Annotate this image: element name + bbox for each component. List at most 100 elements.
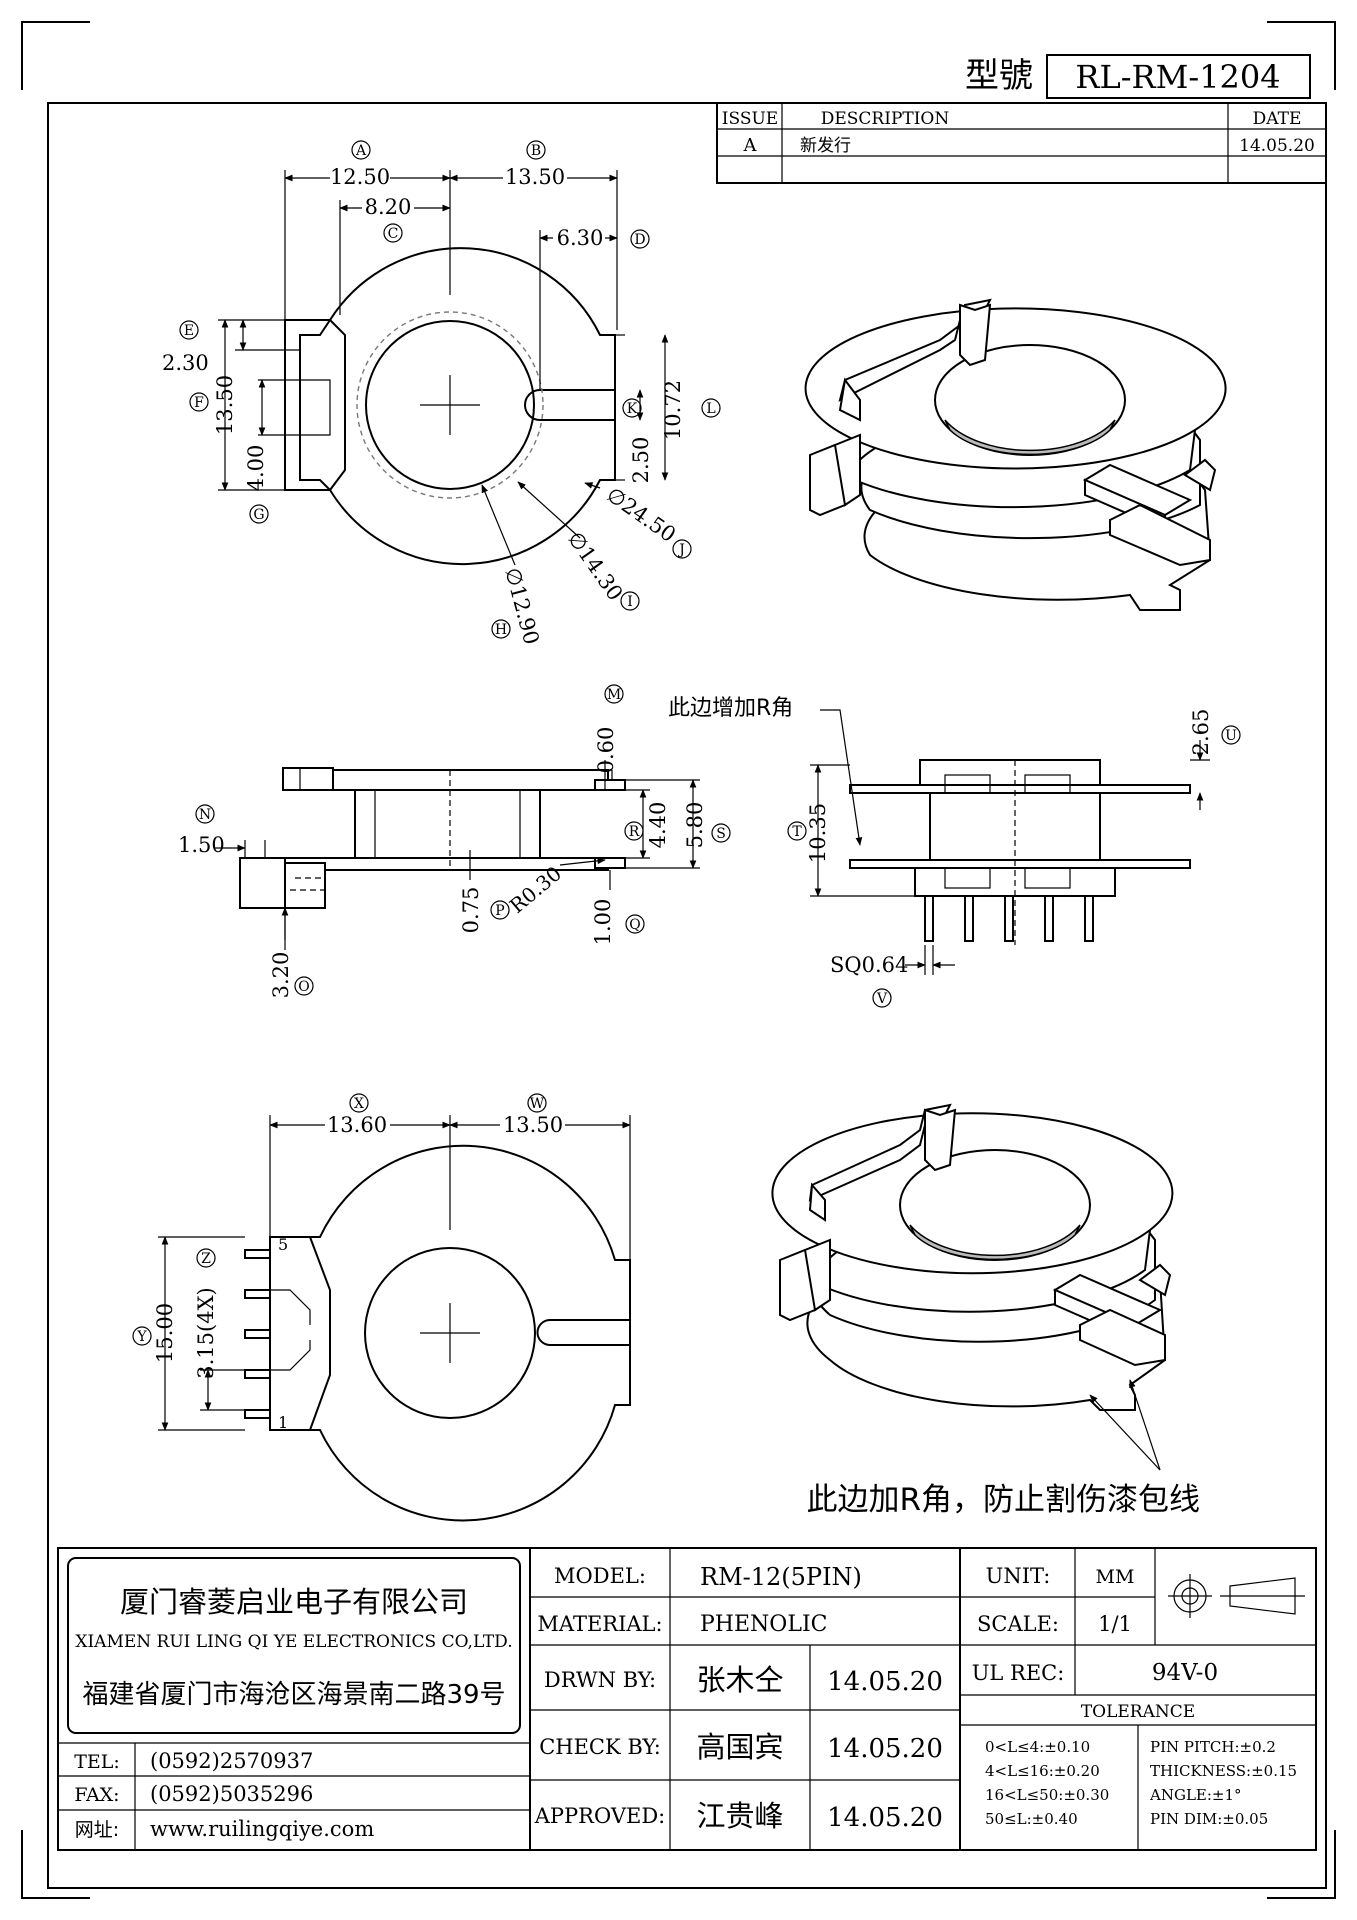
rev-header-date: DATE [1253, 109, 1302, 129]
callout-i: I [620, 591, 640, 611]
callouts: A B C D E F G H I J K L M N O P Q R S T … [132, 140, 1241, 1346]
bottom-view-pins [244, 1249, 271, 1419]
tol-left-1: 4<L≤16:±0.20 [985, 1762, 1100, 1780]
svg-text:W: W [530, 1096, 545, 1112]
tol-left-0: 0<L≤4:±0.10 [985, 1738, 1090, 1756]
svg-text:E: E [184, 323, 194, 339]
dim-z: 3.15(4X) [194, 1287, 218, 1378]
svg-text:N: N [199, 807, 211, 823]
tb-approved-date: 14.05.20 [827, 1803, 943, 1833]
model-number: RL-RM-1204 [1075, 58, 1280, 96]
callout-x: X [349, 1093, 369, 1113]
callout-g: G [249, 504, 269, 524]
dim-m: 0.60 [594, 727, 618, 774]
drawing-border [47, 102, 1327, 1889]
tb-model: RM-12(5PIN) [700, 1563, 862, 1591]
svg-text:U: U [1225, 728, 1237, 744]
callout-u: U [1221, 725, 1241, 745]
callout-m: M [604, 684, 624, 704]
tel-value: (0592)2570937 [150, 1749, 313, 1773]
dim-u: 2.65 [1189, 709, 1213, 756]
callout-y: Y [132, 1326, 152, 1346]
rev-date: 14.05.20 [1239, 136, 1315, 156]
bottom-view: 5 1 [244, 1144, 631, 1522]
rev-issue: A [743, 135, 758, 156]
svg-text:Z: Z [201, 1251, 211, 1267]
tol-right-2: ANGLE:±1° [1149, 1786, 1242, 1804]
svg-text:M: M [607, 687, 621, 703]
pin-number-1: 1 [278, 1413, 288, 1432]
fax-label: FAX: [74, 1784, 119, 1806]
bottom-view-outline [269, 1144, 631, 1522]
dim-c: 8.20 [365, 195, 412, 219]
company-name-cn: 厦门睿菱启业电子有限公司 [120, 1585, 468, 1619]
svg-text:G: G [253, 507, 264, 523]
dim-w: 13.50 [503, 1113, 563, 1137]
tb-check-label: CHECK BY: [539, 1735, 661, 1759]
svg-text:D: D [634, 232, 645, 248]
callout-v: V [872, 988, 892, 1008]
dim-f: 13.50 [213, 375, 237, 435]
rev-header-description: DESCRIPTION [821, 109, 950, 129]
svg-text:Y: Y [136, 1329, 147, 1345]
callout-q: Q [625, 914, 645, 934]
model-label: 型號 [965, 56, 1033, 96]
top-view-bobbin-outline [284, 247, 616, 565]
company-address: 福建省厦门市海沧区海景南二路39号 [82, 1680, 505, 1710]
svg-text:J: J [677, 542, 685, 558]
dim-b: 13.50 [505, 165, 565, 189]
tb-scale: 1/1 [1098, 1612, 1132, 1636]
callout-e: E [179, 320, 199, 340]
callout-r: R [624, 821, 644, 841]
tb-ul: 94V-0 [1152, 1660, 1218, 1686]
svg-text:R: R [629, 824, 640, 840]
iso-view-top [804, 298, 1227, 611]
tb-scale-label: SCALE: [977, 1612, 1059, 1636]
dim-v: SQ0.64 [830, 953, 908, 977]
dim-o: 3.20 [269, 952, 293, 999]
model-header: 型號 RL-RM-1204 [965, 54, 1311, 99]
tb-model-label: MODEL: [554, 1564, 646, 1588]
tb-drawn-date: 14.05.20 [827, 1667, 943, 1697]
tb-approved-label: APPROVED: [534, 1804, 666, 1828]
callout-z: Z [196, 1248, 216, 1268]
svg-text:L: L [706, 401, 715, 417]
svg-text:H: H [495, 622, 507, 638]
svg-text:O: O [298, 979, 309, 995]
iso-view-bottom: 此边加R角，防止割伤漆包线 [771, 1103, 1200, 1518]
dim-x: 13.60 [327, 1113, 387, 1137]
top-view [284, 247, 625, 565]
top-view-center-hole [365, 320, 535, 490]
callout-j: J [672, 539, 692, 559]
callout-k: K [622, 398, 642, 418]
tol-right-1: THICKNESS:±0.15 [1150, 1762, 1297, 1780]
svg-text:P: P [495, 903, 504, 919]
dim-a: 12.50 [330, 165, 390, 189]
svg-text:C: C [388, 226, 399, 242]
dim-d: 6.30 [557, 226, 604, 250]
tol-right-0: PIN PITCH:±0.2 [1150, 1738, 1276, 1756]
callout-a: A [351, 140, 371, 160]
rev-header-issue: ISSUE [722, 109, 778, 129]
projection-symbol-icon [1168, 1574, 1305, 1618]
fax-value: (0592)5035296 [150, 1782, 313, 1806]
tol-right-3: PIN DIM:±0.05 [1150, 1810, 1268, 1828]
svg-text:S: S [716, 826, 726, 842]
tb-drawn: 张木仝 [696, 1663, 783, 1697]
callout-h: H [491, 619, 511, 639]
dim-k: 2.50 [629, 437, 653, 484]
tb-material: PHENOLIC [700, 1612, 827, 1637]
svg-text:X: X [354, 1096, 364, 1112]
side-view-dimensions: 此边增加R角 10.35 2.65 SQ0.64 [668, 696, 1213, 977]
rev-description: 新发行 [800, 136, 851, 156]
dim-s: 5.80 [683, 802, 707, 849]
web-label: 网址: [75, 1819, 119, 1841]
top-view-dimensions: 12.50 13.50 8.20 6.30 13.50 2.30 4.00 2.… [162, 165, 685, 647]
svg-text:V: V [876, 991, 888, 1007]
svg-text:K: K [627, 401, 638, 417]
note-bottom: 此边加R角，防止割伤漆包线 [806, 1482, 1200, 1518]
title-block: 厦门睿菱启业电子有限公司 XIAMEN RUI LING QI YE ELECT… [57, 1547, 1317, 1851]
tb-approved: 江贵峰 [696, 1799, 783, 1833]
tb-unit-label: UNIT: [986, 1564, 1051, 1588]
svg-text:F: F [194, 395, 204, 411]
